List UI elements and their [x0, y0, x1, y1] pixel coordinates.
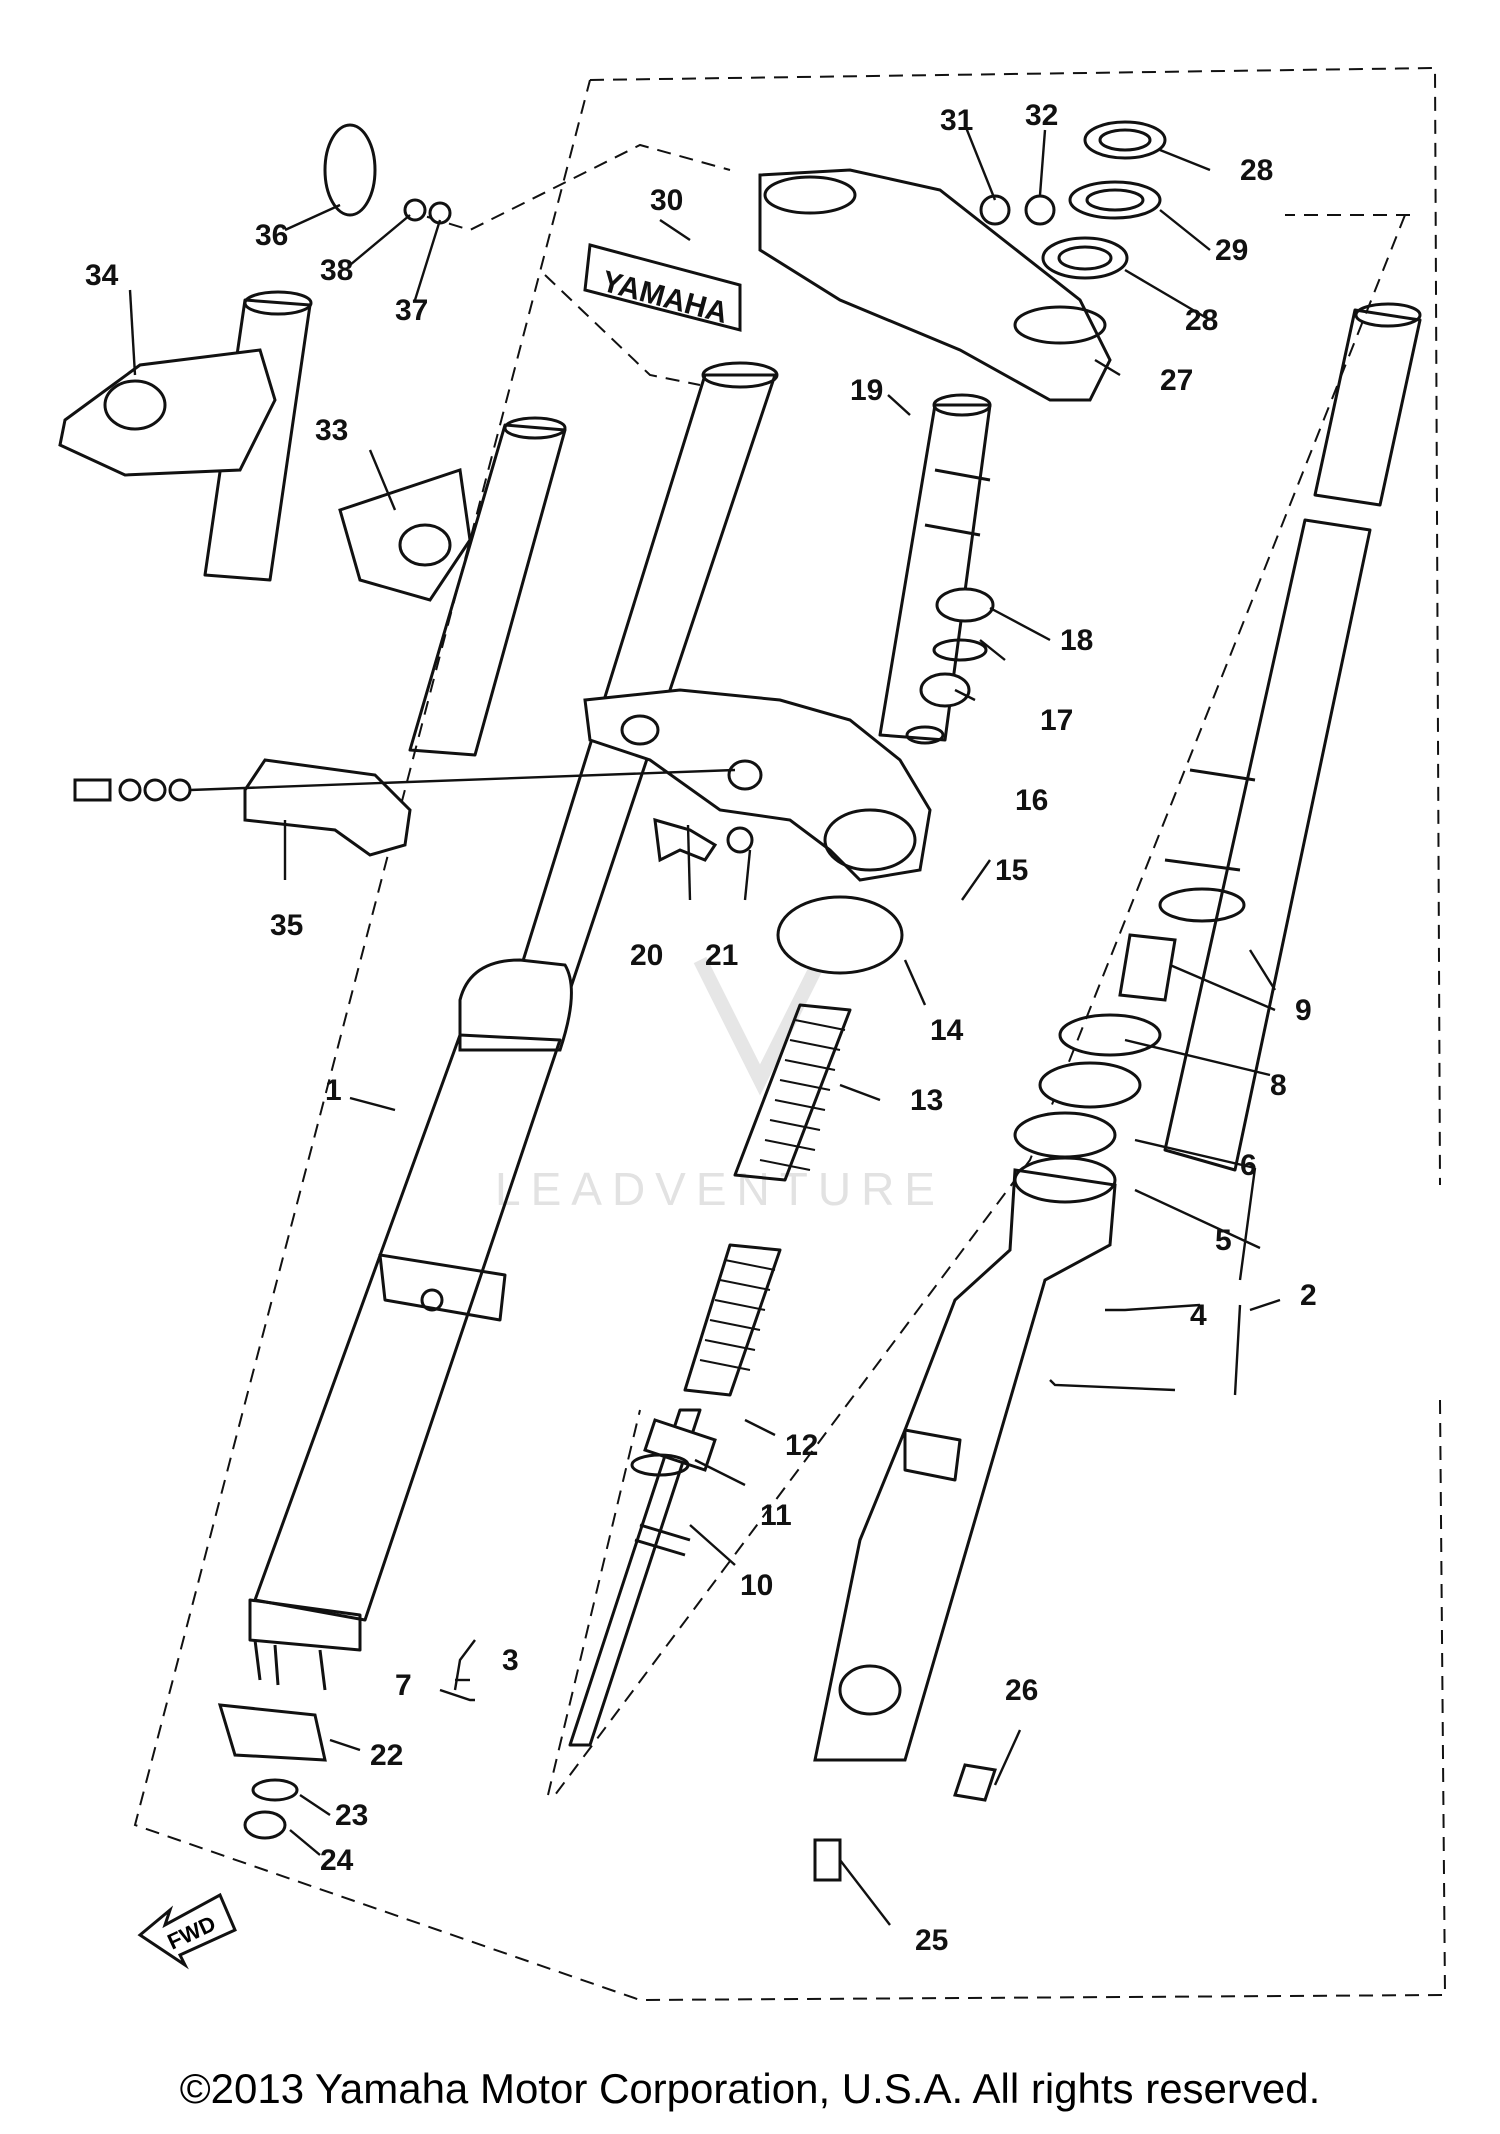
callout-19: 19: [850, 374, 883, 407]
callout-23: 23: [335, 1799, 368, 1832]
headlight-bracket-34: [58, 290, 313, 582]
drain-screw: [813, 1763, 997, 1882]
callout-13: 13: [910, 1084, 943, 1117]
callout-28-upper: 28: [1240, 154, 1273, 187]
callout-28-lower: 28: [1185, 304, 1218, 337]
steering-stem: [583, 393, 992, 882]
callout-25: 25: [915, 1924, 948, 1957]
callout-29: 29: [1215, 234, 1248, 267]
upper-bracket: [758, 168, 1112, 402]
callout-12: 12: [785, 1429, 818, 1462]
callout-15: 15: [995, 854, 1028, 887]
callout-7: 7: [395, 1669, 412, 1702]
callout-34: 34: [85, 259, 119, 292]
headlight-bracket-33: [338, 416, 567, 757]
callout-1: 1: [325, 1074, 342, 1107]
callout-4: 4: [1190, 1299, 1207, 1332]
callout-18: 18: [1060, 624, 1093, 657]
reflector-36: [323, 123, 377, 217]
callout-6: 6: [1240, 1149, 1257, 1182]
leader-lines: [128, 124, 1281, 1926]
callout-14: 14: [930, 1014, 964, 1047]
callout-9: 9: [1295, 994, 1312, 1027]
callout-38: 38: [320, 254, 353, 287]
callout-24: 24: [320, 1844, 354, 1877]
fork-springs: [683, 1003, 852, 1397]
callout-2: 2: [1300, 1279, 1317, 1312]
pinch-bolt: [653, 817, 754, 863]
callout-8: 8: [1270, 1069, 1287, 1102]
callout-11: 11: [760, 1499, 792, 1532]
callout-32: 32: [1025, 99, 1058, 132]
callout-27: 27: [1160, 364, 1193, 397]
assembly-boundaries: [133, 66, 1447, 2002]
fwd-arrow: FWD: [137, 1892, 237, 1970]
callout-21: 21: [705, 939, 738, 972]
copyright-footer: ©2013 Yamaha Motor Corporation, U.S.A. A…: [179, 2065, 1321, 2112]
dust-seal: [776, 895, 904, 975]
callout-30: 30: [650, 184, 683, 217]
callout-5: 5: [1215, 1224, 1232, 1257]
nut-31: [979, 194, 1011, 226]
callout-33: 33: [315, 414, 348, 447]
cap-and-seals: [905, 587, 995, 745]
callout-37: 37: [395, 294, 428, 327]
nut-32: [1024, 194, 1056, 226]
callout-3: 3: [502, 1644, 519, 1677]
left-fork-outer-tube: [248, 361, 779, 1691]
callout-35: 35: [270, 909, 303, 942]
bearing-set: [1041, 120, 1167, 280]
right-inner-tube: [1158, 302, 1422, 1172]
callout-labels: 1 2 3 4 5 6 7 8 9 10 11 12 13 14 15 16 1…: [85, 99, 1317, 1957]
reflector-bolt: [73, 778, 192, 802]
callout-31: 31: [940, 104, 973, 137]
axle-holder: [217, 1703, 327, 1840]
callout-10: 10: [740, 1569, 773, 1602]
callout-22: 22: [370, 1739, 403, 1772]
callout-16: 16: [1015, 784, 1048, 817]
callout-26: 26: [1005, 1674, 1038, 1707]
watermark-text: LEADVENTURE: [495, 1163, 945, 1215]
watermark: LEADVENTURE: [495, 956, 945, 1215]
damper-rod-assembly: [568, 1408, 717, 1747]
callout-17: 17: [1040, 704, 1073, 737]
reflector-bracket: [243, 758, 412, 857]
yamaha-emblem: YAMAHA: [583, 243, 742, 332]
right-outer-tube: [813, 933, 1177, 1762]
callout-20: 20: [630, 939, 663, 972]
callout-36: 36: [255, 219, 288, 252]
